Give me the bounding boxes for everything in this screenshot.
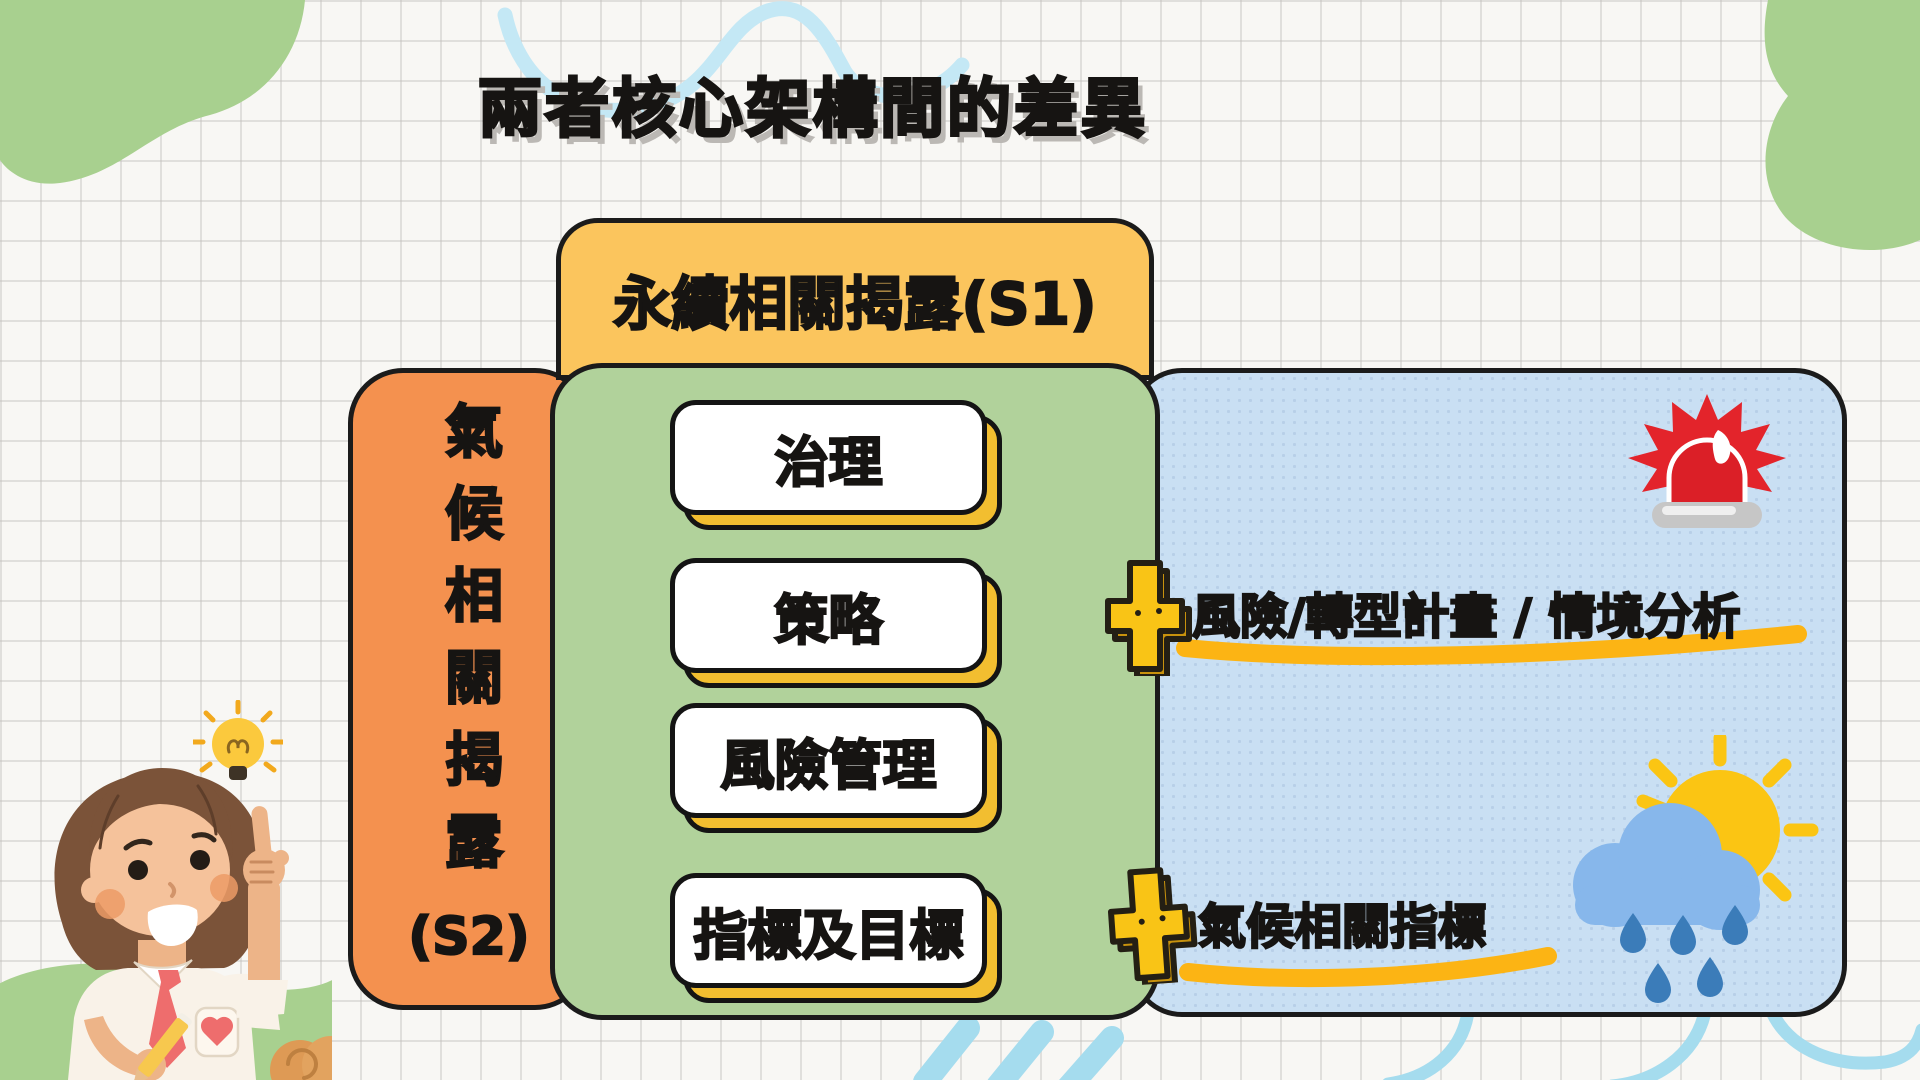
pillar-governance: 治理 [670,400,1002,530]
brush-strokes [913,1016,1124,1080]
core-framework-box: 治理 策略 風險管理 指標及目標 [550,363,1160,1020]
corner-blob-top-right [1764,0,1920,251]
addition-label-risk: 風險/轉型計畫 / 情境分析 [1191,588,1742,646]
s2-code-label: (S2) [407,906,530,968]
sun-rain-cloud-icon [1573,735,1819,1003]
s2-vertical-label: 氣候相關揭露 [434,400,504,894]
page-title: 兩者核心架構間的差異 [477,72,1148,149]
s1-header: 永續相關揭露(S1) [556,218,1154,380]
addition-label-metrics: 氣候相關指標 [1197,898,1487,956]
pillar-risk-management: 風險管理 [670,703,1002,833]
pillar-label: 治理 [773,430,883,495]
pillar-metrics-targets: 指標及目標 [670,873,1002,1003]
siren-alert-icon [1628,394,1786,528]
lightbulb-icon [193,700,283,780]
pillar-strategy: 策略 [670,558,1002,688]
s1-header-label: 永續相關揭露(S1) [612,269,1097,339]
plus-icon [1102,863,1202,989]
pillar-label: 策略 [773,588,883,653]
pillar-label: 風險管理 [719,733,937,798]
bottom-squiggles [1382,1005,1920,1080]
corner-blob-top-left [0,0,305,184]
pointing-student-girl [0,768,332,1080]
pillar-label: 指標及目標 [692,903,964,968]
plus-icon [1102,558,1194,680]
